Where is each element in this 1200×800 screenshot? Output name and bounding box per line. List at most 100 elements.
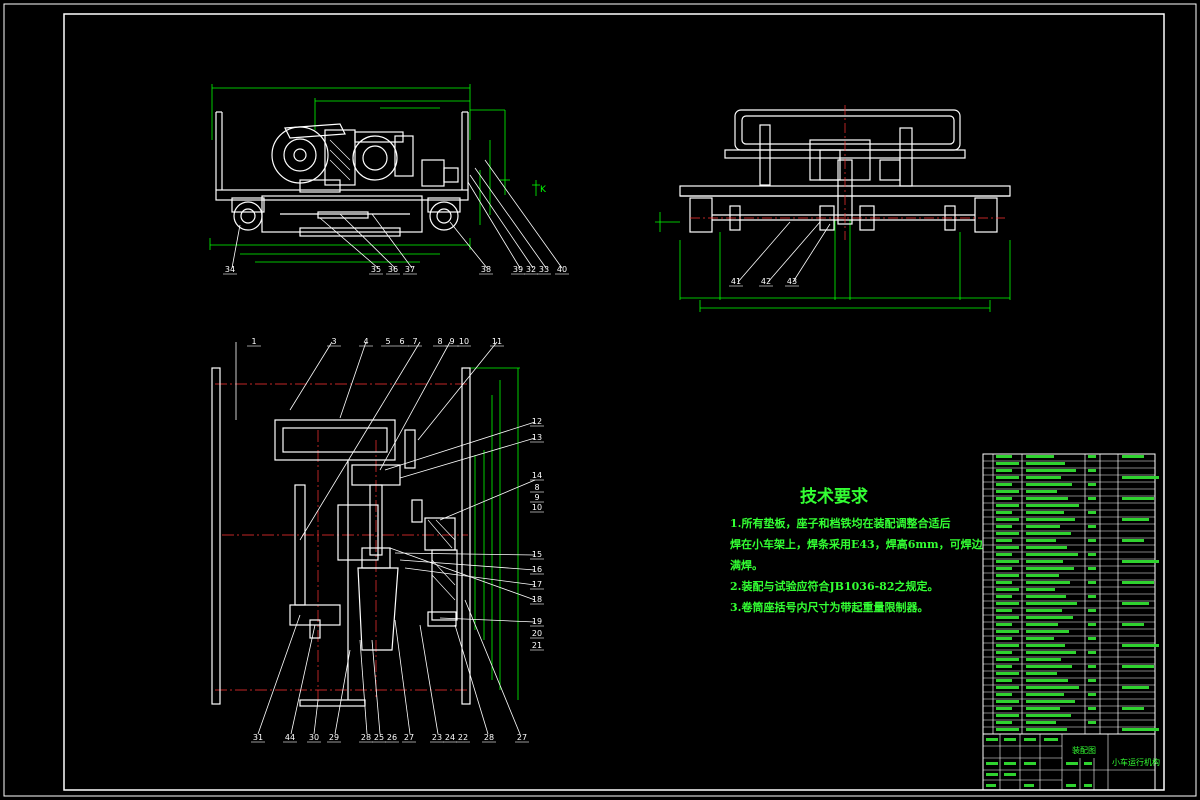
parts-entry-85 (996, 665, 1012, 668)
plan-balloon-right-12: 21 (532, 641, 542, 650)
parts-entry-113 (1122, 728, 1159, 731)
parts-entry-97 (996, 693, 1012, 696)
parts-entry-32 (996, 532, 1019, 535)
parts-entry-75 (1026, 637, 1054, 640)
parts-entry-88 (1122, 665, 1154, 668)
tech-req-title: 技术要求 (800, 486, 868, 507)
plan-balloon-bottom-0: 31 (253, 733, 263, 742)
parts-entry-40 (996, 553, 1012, 556)
parts-entry-29 (996, 525, 1012, 528)
parts-entry-56 (1026, 588, 1055, 591)
parts-entry-100 (996, 700, 1019, 703)
plan-balloon-bottom-3: 29 (329, 733, 339, 742)
parts-entry-78 (1026, 644, 1065, 647)
parts-entry-51 (996, 581, 1012, 584)
parts-entry-57 (996, 595, 1012, 598)
plan-balloon-right-9: 18 (532, 595, 542, 604)
title-entry-13 (1066, 784, 1076, 787)
parts-entry-12 (996, 483, 1012, 486)
parts-entry-77 (996, 644, 1019, 647)
parts-entry-41 (1026, 553, 1078, 556)
parts-entry-15 (996, 490, 1019, 493)
front-balloon-4: 38 (481, 265, 491, 274)
parts-entry-83 (996, 658, 1019, 661)
plan-balloon-bottom-6: 26 (387, 733, 397, 742)
plan-balloon-bottom-2: 30 (309, 733, 319, 742)
parts-entry-98 (1026, 693, 1064, 696)
plan-balloon-right-0: 12 (532, 417, 542, 426)
parts-entry-82 (1088, 651, 1096, 654)
parts-entry-33 (1026, 532, 1071, 535)
parts-entry-95 (1026, 686, 1079, 689)
parts-entry-5 (1026, 462, 1065, 465)
parts-entry-86 (1026, 665, 1072, 668)
parts-entry-69 (1026, 623, 1058, 626)
plan-balloon-bottom-11: 28 (484, 733, 494, 742)
parts-entry-105 (1122, 707, 1144, 710)
parts-entry-73 (1026, 630, 1069, 633)
parts-entry-13 (1026, 483, 1072, 486)
parts-entry-99 (1088, 693, 1096, 696)
parts-entry-17 (996, 497, 1012, 500)
parts-entry-26 (996, 518, 1019, 521)
parts-entry-55 (996, 588, 1019, 591)
plan-balloon-right-3: 8 (534, 483, 539, 492)
parts-entry-81 (1026, 651, 1076, 654)
parts-entry-61 (1026, 602, 1077, 605)
parts-entry-49 (996, 574, 1019, 577)
title-entry-8 (1084, 762, 1092, 765)
parts-entry-92 (1026, 679, 1068, 682)
title-block: 装配图 小车运行机构 (982, 733, 1160, 791)
title-entry-7 (1066, 762, 1078, 765)
parts-entry-18 (1026, 497, 1068, 500)
drawing-name: 小车运行机构 (1112, 757, 1160, 767)
parts-entry-59 (1088, 595, 1096, 598)
plan-balloon-top-3: 5 (385, 337, 390, 346)
front-balloon-5: 39 (513, 265, 523, 274)
parts-entry-42 (1088, 553, 1096, 556)
parts-entry-34 (996, 539, 1012, 542)
plan-balloon-top-4: 6 (399, 337, 404, 346)
outer-frame (3, 3, 1197, 797)
parts-entry-10 (1026, 476, 1061, 479)
parts-entry-4 (996, 462, 1019, 465)
plan-balloon-right-11: 20 (532, 629, 542, 638)
title-entry-14 (1084, 784, 1092, 787)
parts-entry-37 (1122, 539, 1144, 542)
plan-balloon-bottom-1: 44 (285, 733, 295, 742)
parts-entry-9 (996, 476, 1019, 479)
plan-balloon-top-6: 8 (437, 337, 442, 346)
parts-entry-63 (996, 609, 1012, 612)
plan-balloon-right-7: 16 (532, 565, 542, 574)
parts-entry-31 (1088, 525, 1096, 528)
parts-entry-35 (1026, 539, 1056, 542)
plan-balloon-right-4: 9 (534, 493, 539, 502)
plan-balloon-right-2: 14 (532, 471, 542, 480)
front-balloon-1: 35 (371, 265, 381, 274)
parts-entry-27 (1026, 518, 1075, 521)
parts-entry-28 (1122, 518, 1149, 521)
front-balloon-7: 33 (539, 265, 549, 274)
parts-entry-44 (1026, 560, 1063, 563)
parts-entry-22 (1026, 504, 1079, 507)
parts-entry-76 (1088, 637, 1096, 640)
front-view-side-label: K (540, 185, 547, 195)
parts-entry-104 (1088, 707, 1096, 710)
parts-entry-89 (996, 672, 1019, 675)
parts-entry-11 (1122, 476, 1159, 479)
parts-entry-48 (1088, 567, 1096, 570)
parts-entry-101 (1026, 700, 1075, 703)
parts-entry-66 (996, 616, 1019, 619)
parts-entry-62 (1122, 602, 1149, 605)
plan-balloon-right-1: 13 (532, 433, 542, 442)
parts-entry-71 (1122, 623, 1144, 626)
parts-entry-53 (1088, 581, 1096, 584)
plan-balloon-top-5: 7 (412, 337, 417, 346)
title-entry-11 (986, 784, 996, 787)
plan-balloon-right-10: 19 (532, 617, 542, 626)
parts-entry-67 (1026, 616, 1073, 619)
parts-entry-8 (1088, 469, 1096, 472)
